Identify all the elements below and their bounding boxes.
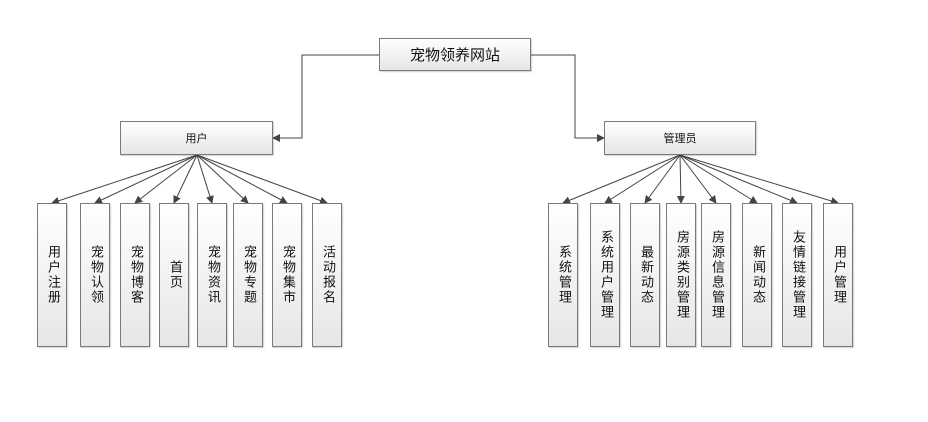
leaf-node: 宠物集市 [272, 203, 302, 347]
leaf-node-label: 新闻动态 [750, 245, 765, 305]
branch-node-label: 用户 [185, 132, 208, 145]
leaf-node: 用户管理 [823, 203, 853, 347]
leaf-node-label: 宠物博客 [128, 245, 143, 305]
branch-to-leaf-connector [196, 154, 328, 205]
branch-to-leaf-connector [94, 154, 198, 204]
branch-node-admin: 管理员 [604, 121, 756, 155]
branch-to-leaf-connector [679, 154, 717, 204]
leaf-node-label: 宠物认领 [88, 245, 103, 305]
leaf-node-label: 友情链接管理 [790, 230, 805, 320]
leaf-node: 最新动态 [630, 203, 660, 347]
leaf-node: 系统用户管理 [590, 203, 620, 347]
branch-to-leaf-connector [604, 154, 681, 204]
leaf-node-label: 宠物资讯 [205, 245, 220, 305]
leaf-node-label: 首页 [167, 260, 182, 290]
leaf-node: 首页 [159, 203, 189, 347]
leaf-node-label: 宠物专题 [241, 245, 256, 305]
leaf-node-label: 宠物集市 [280, 245, 295, 305]
leaf-node-label: 最新动态 [638, 245, 653, 305]
leaf-node: 活动报名 [312, 203, 342, 347]
branch-to-leaf-connector [196, 154, 249, 204]
leaf-node: 宠物认领 [80, 203, 110, 347]
leaf-node-label: 系统用户管理 [598, 230, 613, 320]
branch-node-label: 管理员 [663, 132, 697, 145]
root-to-admin-connector [531, 54, 605, 142]
branch-to-leaf-connector [676, 154, 685, 204]
leaf-node: 房源信息管理 [701, 203, 731, 347]
leaf-node-label: 活动报名 [320, 245, 335, 305]
branch-to-leaf-connector [196, 154, 214, 204]
leaf-node: 友情链接管理 [782, 203, 812, 347]
root-node-label: 宠物领养网站 [409, 46, 500, 64]
leaf-node: 新闻动态 [742, 203, 772, 347]
leaf-node: 宠物资讯 [197, 203, 227, 347]
branch-node-user: 用户 [120, 121, 273, 155]
leaf-node-label: 房源类别管理 [674, 230, 689, 320]
branch-to-leaf-connector [679, 154, 839, 205]
leaf-node-label: 用户注册 [45, 245, 60, 305]
branch-to-leaf-connector [196, 154, 288, 204]
leaf-node: 宠物博客 [120, 203, 150, 347]
leaf-node: 用户注册 [37, 203, 67, 347]
branch-to-leaf-connector [644, 154, 681, 204]
root-node: 宠物领养网站 [379, 38, 531, 71]
connectors [51, 54, 839, 205]
branch-to-leaf-connector [134, 154, 198, 204]
leaf-node-label: 系统管理 [556, 245, 571, 305]
root-to-user-connector [272, 54, 379, 142]
branch-to-leaf-connector [679, 154, 758, 204]
branch-to-leaf-connector [679, 154, 798, 205]
leaf-node: 宠物专题 [233, 203, 263, 347]
leaf-node: 房源类别管理 [666, 203, 696, 347]
branch-to-leaf-connector [562, 154, 681, 205]
branch-to-leaf-connector [51, 154, 198, 205]
leaf-node: 系统管理 [548, 203, 578, 347]
leaf-node-label: 用户管理 [831, 245, 846, 305]
leaf-node-label: 房源信息管理 [709, 230, 724, 320]
branch-to-leaf-connector [173, 154, 198, 204]
